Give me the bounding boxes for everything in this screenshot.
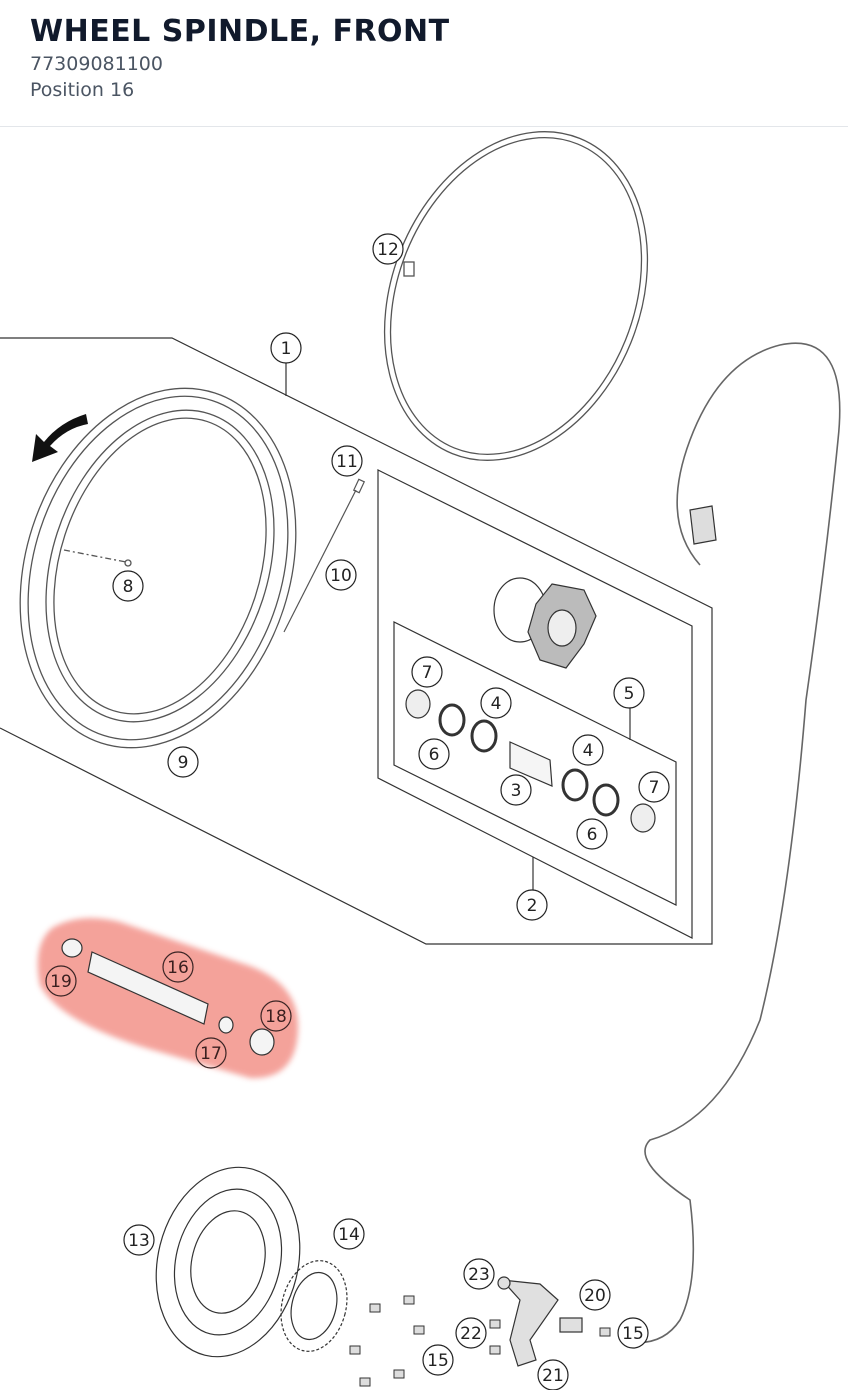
rim-band-drawing xyxy=(383,131,649,461)
callout-label: 22 xyxy=(460,1324,482,1344)
callout-7[interactable]: 7 xyxy=(411,656,443,688)
callout-20[interactable]: 20 xyxy=(579,1279,611,1311)
callout-5[interactable]: 5 xyxy=(613,677,645,709)
callout-label: 13 xyxy=(128,1231,150,1251)
callout-16[interactable]: 16 xyxy=(162,951,194,983)
callout-12[interactable]: 12 xyxy=(372,233,404,265)
callout-13[interactable]: 13 xyxy=(123,1224,155,1256)
callout-label: 6 xyxy=(429,745,440,765)
spoke-drawing xyxy=(283,478,366,633)
callout-15[interactable]: 15 xyxy=(617,1317,649,1349)
callout-19[interactable]: 19 xyxy=(45,965,77,997)
exploded-parts-diagram: 1 2 3 4 4 5 6 6 7 7 8 9 10 11 12 13 14 1… xyxy=(0,127,848,1391)
callout-label: 17 xyxy=(200,1044,222,1064)
callout-label: 6 xyxy=(587,825,598,845)
callout-label: 14 xyxy=(338,1225,360,1245)
screws-drawing xyxy=(349,1295,611,1387)
callout-18[interactable]: 18 xyxy=(260,1000,292,1032)
callout-label: 20 xyxy=(584,1286,606,1306)
callout-4[interactable]: 4 xyxy=(480,687,512,719)
callout-label: 7 xyxy=(649,778,660,798)
callout-label: 7 xyxy=(422,663,433,683)
callout-2[interactable]: 2 xyxy=(516,889,548,921)
abs-sensor-connector-icon xyxy=(689,505,717,545)
position-label: Position 16 xyxy=(30,79,135,101)
callout-4[interactable]: 4 xyxy=(572,734,604,766)
callout-15[interactable]: 15 xyxy=(422,1344,454,1376)
callout-label: 8 xyxy=(123,577,134,597)
callout-label: 11 xyxy=(336,452,358,472)
rim-drawing xyxy=(19,387,297,749)
callout-1[interactable]: 1 xyxy=(270,332,302,364)
page-header: WHEEL SPINDLE, FRONT 77309081100 Positio… xyxy=(0,0,848,127)
callout-10[interactable]: 10 xyxy=(325,559,357,591)
part-number: 77309081100 xyxy=(30,53,163,75)
callout-label: 9 xyxy=(178,753,189,773)
brake-disc-drawing xyxy=(155,1166,301,1358)
callout-label: 4 xyxy=(491,694,502,714)
callout-6[interactable]: 6 xyxy=(418,738,450,770)
callout-label: 10 xyxy=(330,566,352,586)
callout-label: 15 xyxy=(622,1324,644,1344)
callout-9[interactable]: 9 xyxy=(167,746,199,778)
callout-8[interactable]: 8 xyxy=(112,570,144,602)
callout-label: 12 xyxy=(377,240,399,260)
wheel-spindle-drawing xyxy=(61,938,275,1056)
callout-23[interactable]: 23 xyxy=(463,1258,495,1290)
callout-label: 1 xyxy=(281,339,292,359)
callout-17[interactable]: 17 xyxy=(195,1037,227,1069)
callout-21[interactable]: 21 xyxy=(537,1359,569,1391)
callout-22[interactable]: 22 xyxy=(455,1317,487,1349)
callout-label: 21 xyxy=(542,1366,564,1386)
abs-sensor-cable xyxy=(619,342,841,1344)
rotation-arrow-icon xyxy=(32,414,88,462)
hub-drawing xyxy=(493,577,597,669)
page-title: WHEEL SPINDLE, FRONT xyxy=(30,14,450,49)
callout-3[interactable]: 3 xyxy=(500,774,532,806)
callout-label: 16 xyxy=(167,958,189,978)
sensor-bracket-drawing xyxy=(497,1276,583,1367)
callout-label: 18 xyxy=(265,1007,287,1027)
callout-7[interactable]: 7 xyxy=(638,771,670,803)
callout-label: 3 xyxy=(511,781,522,801)
callout-label: 19 xyxy=(50,972,72,992)
callout-11[interactable]: 11 xyxy=(331,445,363,477)
callout-6[interactable]: 6 xyxy=(576,818,608,850)
callout-label: 15 xyxy=(427,1351,449,1371)
callout-label: 23 xyxy=(468,1265,490,1285)
callout-label: 5 xyxy=(624,684,635,704)
callout-label: 2 xyxy=(527,896,538,916)
wheel-assembly-frame xyxy=(0,337,713,945)
abs-ring-drawing xyxy=(280,1260,348,1352)
callout-14[interactable]: 14 xyxy=(333,1218,365,1250)
callout-label: 4 xyxy=(583,741,594,761)
bearing-parts-drawing xyxy=(405,689,656,833)
